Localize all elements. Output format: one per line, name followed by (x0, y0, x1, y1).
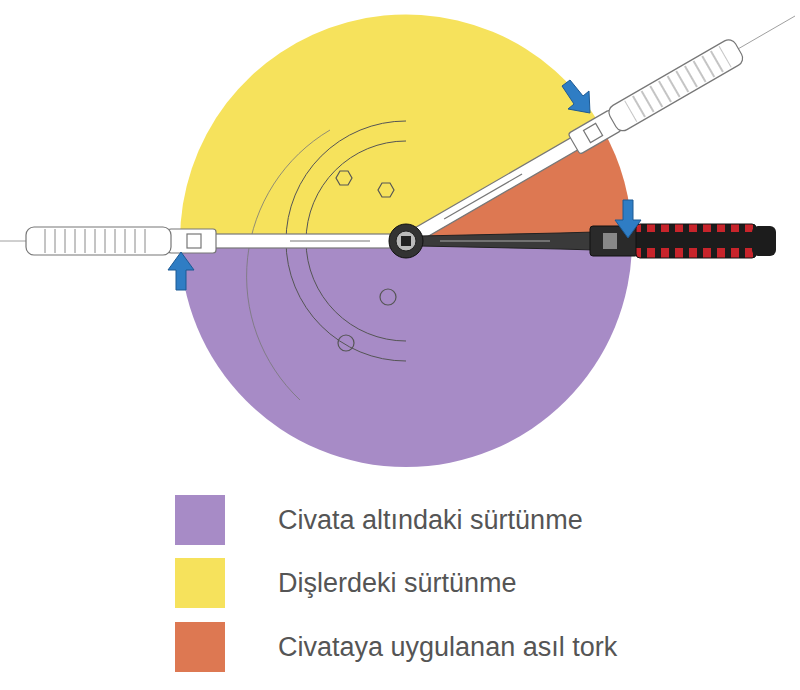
force-arrow (168, 80, 641, 290)
legend-swatch (175, 622, 225, 672)
legend-swatch (175, 495, 225, 545)
legend-text: Dişlerdeki sürtünme (278, 567, 517, 599)
legend-swatch (175, 558, 225, 608)
wrench-outline-diagonal (411, 37, 745, 246)
bolt-circle-arc (247, 130, 330, 400)
purple-sector (180, 241, 632, 467)
torque-wrench (420, 224, 776, 258)
ratchet-head (389, 224, 423, 258)
legend-text: Civataya uygulanan asıl tork (278, 631, 617, 663)
wrench-outline-left (26, 227, 390, 255)
orange-sector (406, 128, 632, 241)
legend-text: Civata altındaki sürtünme (278, 504, 583, 536)
bolt-heads (336, 171, 396, 351)
